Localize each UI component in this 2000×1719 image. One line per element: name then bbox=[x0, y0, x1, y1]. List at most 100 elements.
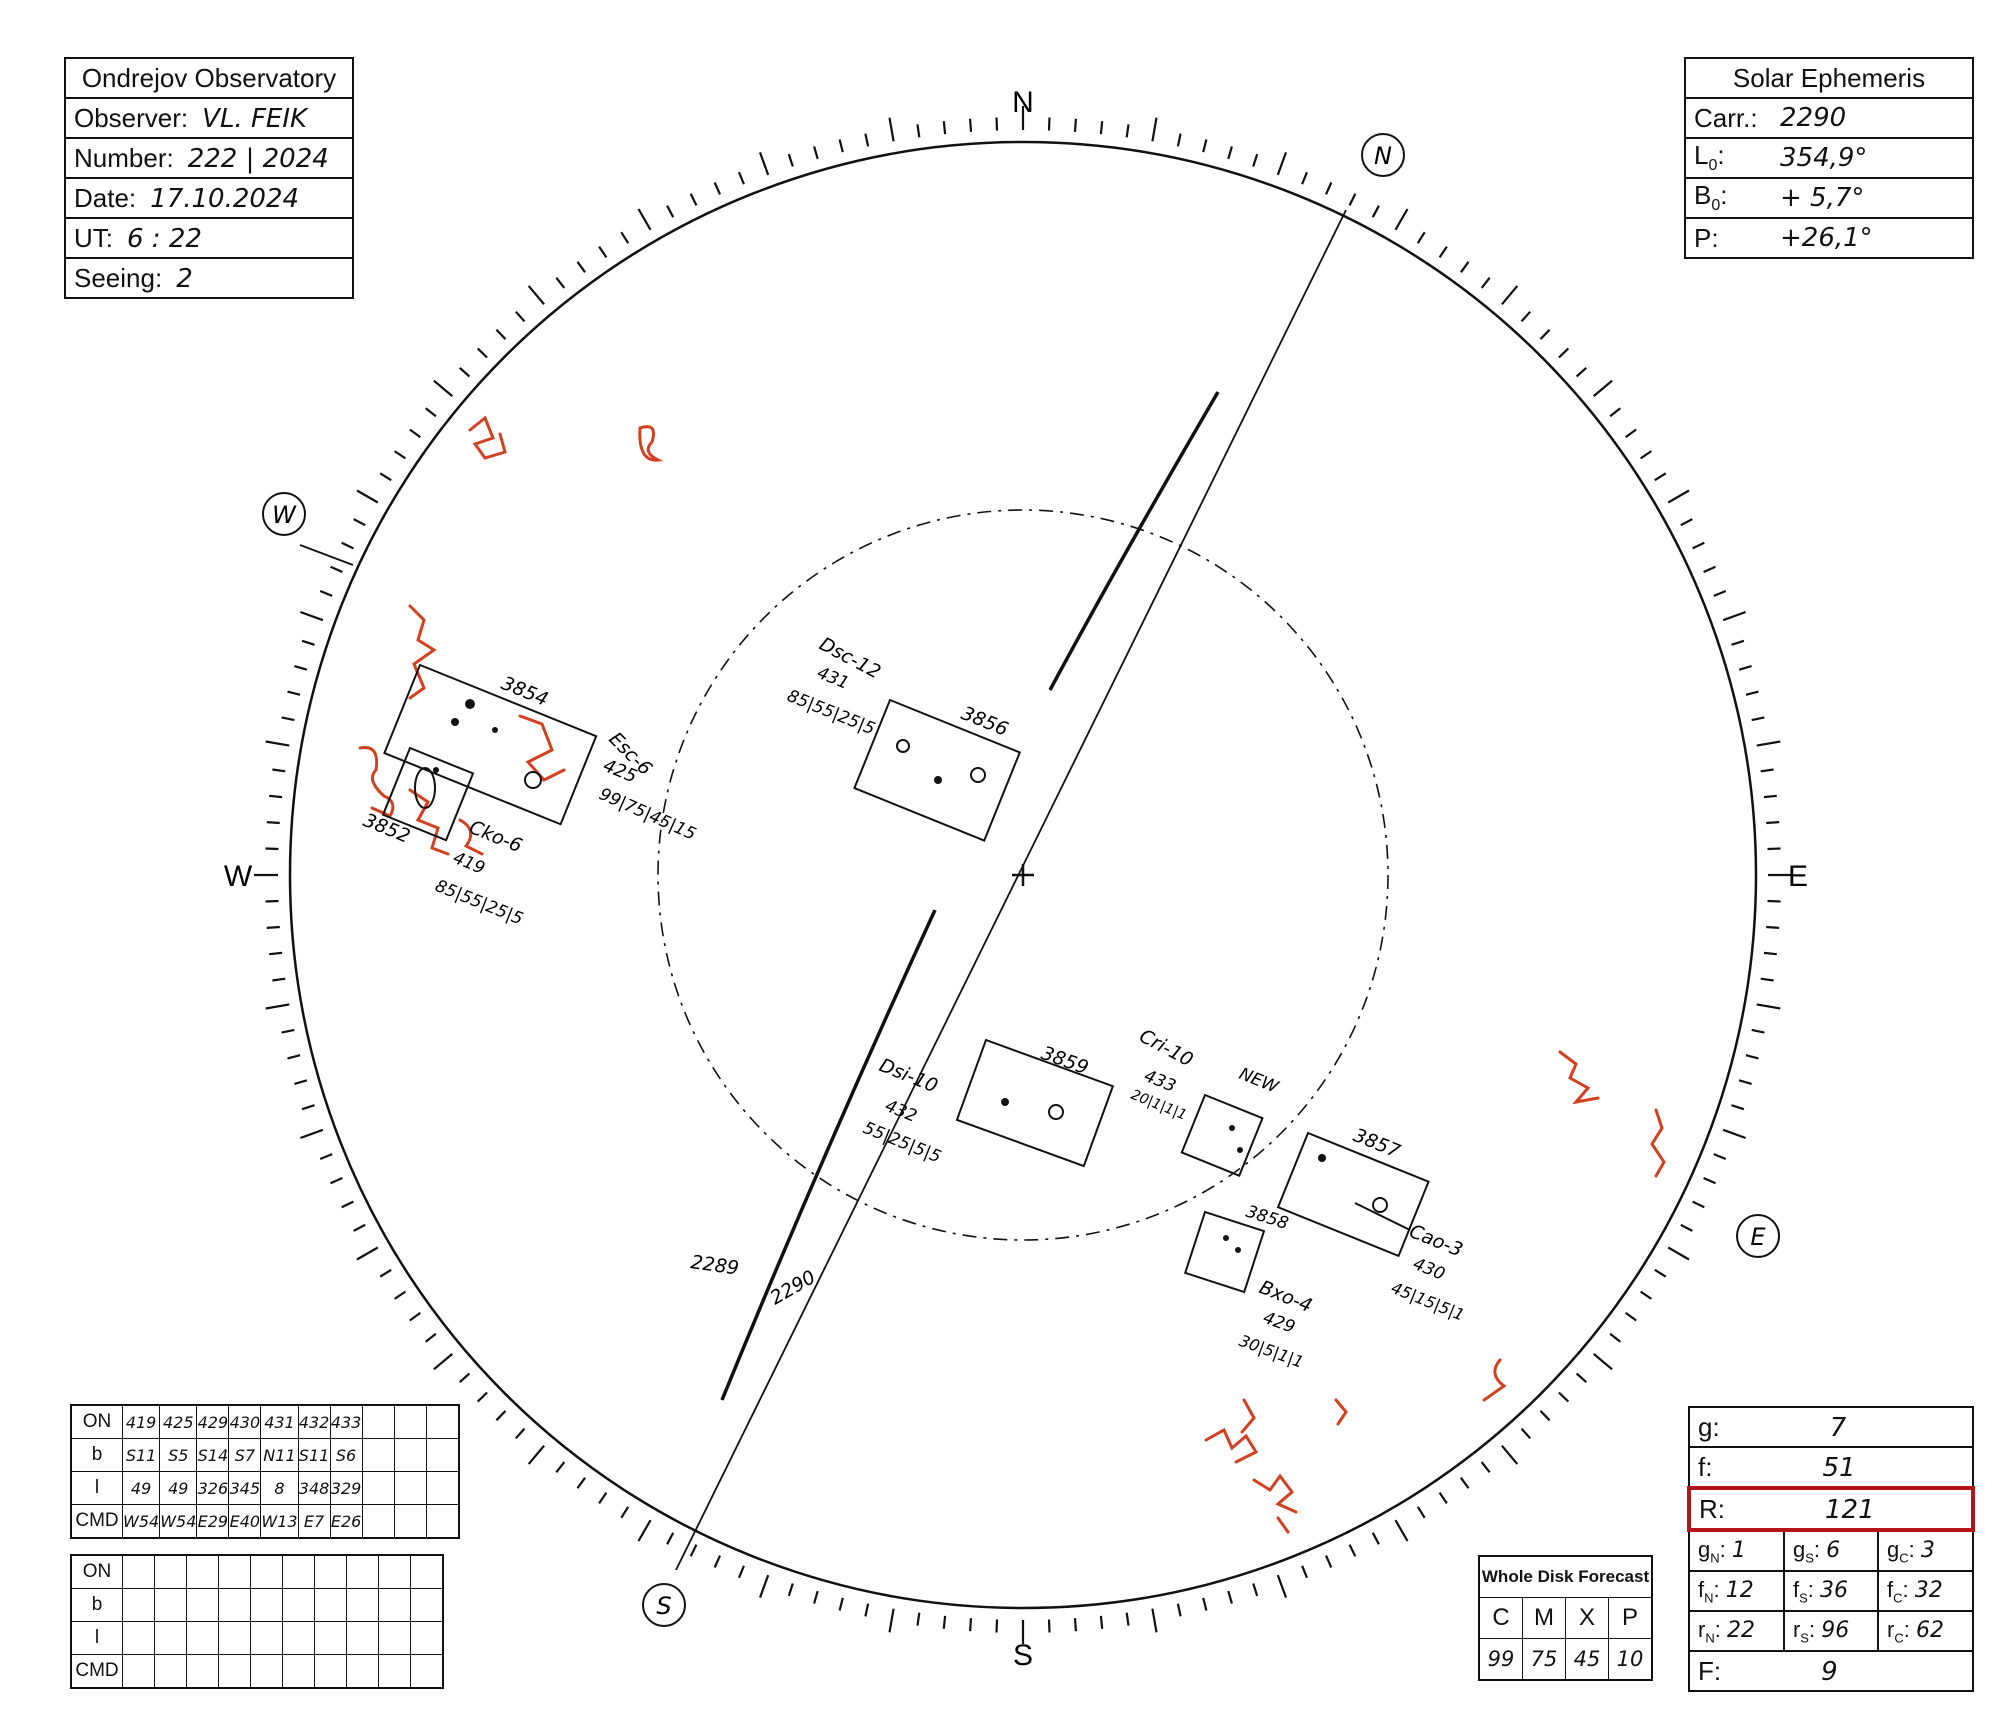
limb-tick bbox=[1751, 716, 1765, 722]
limb-tick bbox=[1416, 231, 1426, 244]
limb-tick bbox=[425, 1332, 437, 1343]
limb-tick bbox=[269, 951, 283, 956]
table2-cell bbox=[250, 1554, 283, 1589]
group-3852-areas: 85|55|25|5 bbox=[432, 876, 526, 929]
forecast-header-c: C bbox=[1478, 1597, 1523, 1639]
limb-tick bbox=[1680, 518, 1693, 527]
limb-tick bbox=[433, 1353, 454, 1371]
limb-tick bbox=[576, 261, 586, 273]
observatory-info-box: Ondrejov Observatory Observer:VL. FEIK N… bbox=[64, 57, 354, 299]
limb-tick bbox=[737, 1565, 745, 1579]
limb-tick bbox=[713, 1555, 722, 1568]
limb-tick bbox=[1639, 450, 1653, 460]
group-3857-noaa: 3857 bbox=[1350, 1124, 1403, 1163]
whole-disk-forecast: Whole Disk Forecast C M X P 99 75 45 10 bbox=[1478, 1555, 1653, 1681]
limb-tick bbox=[1480, 277, 1491, 289]
limb-tick bbox=[1099, 121, 1104, 135]
limb-tick bbox=[1460, 261, 1470, 273]
r-row: R:121 bbox=[1687, 1486, 1975, 1532]
table2-cell bbox=[186, 1654, 219, 1689]
table2-cell bbox=[378, 1621, 411, 1655]
limb-tick bbox=[1099, 1615, 1104, 1629]
table2-cell bbox=[218, 1588, 251, 1622]
limb-tick bbox=[476, 347, 488, 359]
limb-tick bbox=[1348, 193, 1357, 206]
limb-tick bbox=[1592, 379, 1613, 397]
limb-tick bbox=[266, 925, 280, 929]
sunspot-indices-box: g:7 f:51 R:121 gN: 1 gS: 6 gC: 3 fN: 12 … bbox=[1687, 1406, 1975, 1692]
limb-tick bbox=[266, 821, 280, 825]
compass-west: W bbox=[224, 860, 253, 893]
table1-row-label: l bbox=[70, 1471, 123, 1505]
limb-tick bbox=[1745, 690, 1759, 696]
table2-row-label: l bbox=[70, 1621, 123, 1655]
limb-tick bbox=[1227, 1590, 1233, 1604]
limb-tick bbox=[1125, 124, 1130, 138]
ephemeris-title: Solar Ephemeris bbox=[1684, 57, 1974, 99]
limb-tick bbox=[1047, 117, 1051, 131]
table1-cell bbox=[361, 1471, 395, 1505]
table1-cell bbox=[361, 1404, 395, 1439]
table2-cell bbox=[314, 1554, 347, 1589]
limb-tick bbox=[620, 1506, 630, 1519]
limb-tick bbox=[942, 1615, 947, 1629]
limb-tick bbox=[888, 1608, 895, 1633]
limb-tick bbox=[287, 1054, 301, 1060]
w-circle-label: W bbox=[272, 501, 297, 529]
limb-tick bbox=[1539, 1410, 1551, 1422]
seeing-row: Seeing:2 bbox=[64, 257, 354, 299]
table2-cell bbox=[186, 1588, 219, 1622]
limb-tick bbox=[1438, 245, 1448, 259]
limb-tick bbox=[598, 245, 608, 259]
table2-cell bbox=[378, 1554, 411, 1589]
table1-cell bbox=[425, 1404, 460, 1439]
limb-tick bbox=[300, 1128, 324, 1140]
limb-tick bbox=[916, 124, 921, 138]
limb-tick bbox=[409, 428, 421, 438]
limb-tick bbox=[620, 231, 630, 244]
limb-tick bbox=[300, 610, 324, 622]
limb-tick bbox=[1558, 1391, 1570, 1403]
table1-cell: S7 bbox=[228, 1438, 262, 1472]
table2-cell bbox=[346, 1621, 379, 1655]
limb-tick bbox=[1558, 347, 1570, 359]
table2-cell bbox=[314, 1621, 347, 1655]
table1-cell: W13 bbox=[260, 1504, 299, 1539]
table1-cell bbox=[393, 1504, 427, 1539]
table2-cell bbox=[346, 1654, 379, 1689]
limb-tick bbox=[1731, 639, 1745, 646]
forecast-value-p: 10 bbox=[1608, 1638, 1653, 1681]
limb-tick bbox=[265, 847, 279, 851]
group-3859-on: 432 bbox=[882, 1096, 920, 1127]
rotation-axis-line bbox=[675, 209, 1347, 1571]
limb-tick bbox=[1766, 821, 1780, 825]
limb-tick bbox=[514, 310, 526, 323]
limb-tick bbox=[1738, 665, 1752, 671]
s-circle-label: S bbox=[656, 1592, 671, 1620]
table2-cell bbox=[410, 1654, 444, 1689]
number-row: Number:222 | 2024 bbox=[64, 137, 354, 179]
limb-tick bbox=[1767, 847, 1781, 851]
table2-cell bbox=[410, 1554, 444, 1589]
limb-tick bbox=[495, 328, 507, 340]
limb-tick bbox=[514, 1427, 526, 1440]
limb-tick bbox=[689, 193, 698, 206]
limb-tick bbox=[813, 1590, 819, 1604]
limb-tick bbox=[1276, 152, 1288, 176]
group-3857-zurich: Cao-3 bbox=[1406, 1220, 1466, 1261]
table1-cell bbox=[361, 1504, 395, 1539]
limb-tick bbox=[1539, 328, 1551, 340]
date-row: Date:17.10.2024 bbox=[64, 177, 354, 219]
table1-cell bbox=[425, 1471, 460, 1505]
axis-end-markers bbox=[262, 133, 1780, 1627]
limb-tick bbox=[1073, 1618, 1077, 1632]
group-new-zurich: Cri-10 bbox=[1136, 1025, 1197, 1071]
table2-cell bbox=[250, 1588, 283, 1622]
limb-tick bbox=[379, 472, 392, 482]
spot-group-3858: 3858 Bxo-4 429 30|5|1|1 bbox=[1183, 1202, 1315, 1372]
table2-cell bbox=[346, 1588, 379, 1622]
limb-tick bbox=[1760, 977, 1774, 982]
limb-tick bbox=[1301, 171, 1309, 185]
gn-cell: gN: 1 bbox=[1688, 1529, 1785, 1572]
group-3859-zurich: Dsi-10 bbox=[876, 1054, 941, 1097]
